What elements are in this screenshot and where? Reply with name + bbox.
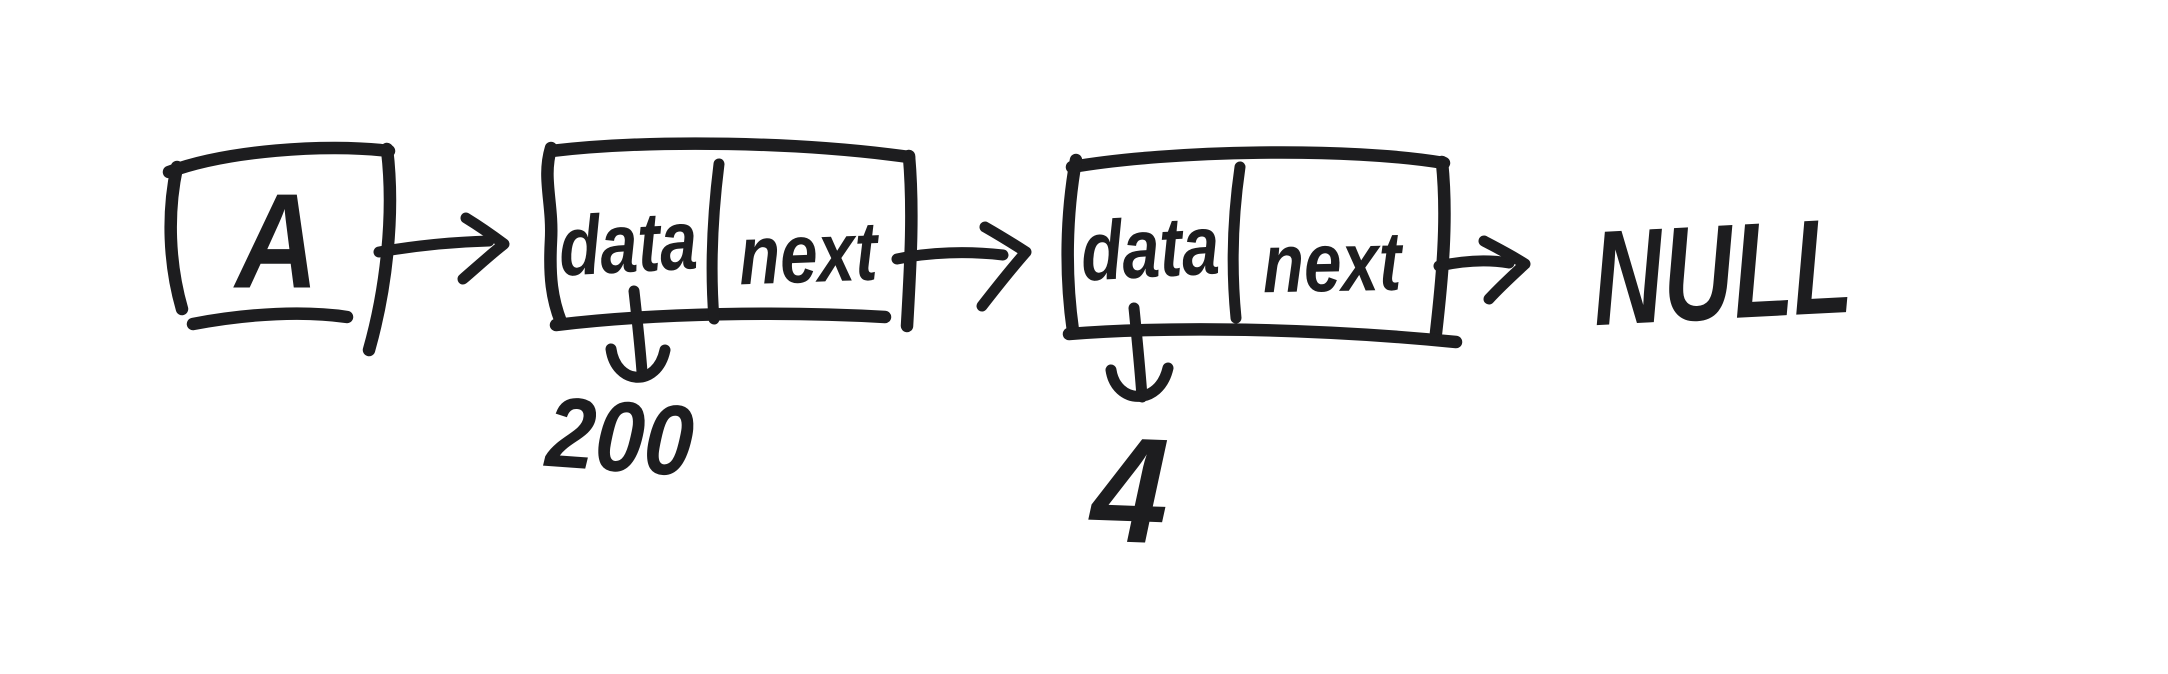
node1-data-down-arrow [605,285,671,383]
arrow-shaft [891,247,1009,265]
arrow-head [976,221,1032,312]
down-arrow-head [1105,362,1174,402]
node2-data-down-arrow [1105,302,1174,403]
arrow-shaft [1433,255,1515,272]
node2-box [1061,146,1463,349]
head-to-node1-arrow [373,212,510,285]
node2-to-null-arrow [1433,235,1531,305]
head-box-left-stroke [164,160,189,316]
down-arrow-stem [628,285,648,378]
head-box-bottom-stroke [186,307,354,331]
head-box [162,141,397,357]
node1-box [541,137,918,333]
node1-cell-divider [706,158,725,325]
node1-data-label: data [556,192,700,294]
node2-data-value: 4 [1088,404,1172,576]
down-arrow-stem [1128,302,1148,403]
node1-right-stroke [900,149,918,333]
arrow-head [457,212,510,285]
node2-cell-divider [1227,161,1246,324]
head-label: A [235,165,319,317]
arrow-shaft [373,235,495,258]
head-box-top-stroke [162,141,396,179]
node1-to-node2-arrow [891,221,1032,312]
down-arrow-head [605,343,671,383]
node2-data-label: data [1078,197,1222,299]
node1-data-value: 200 [542,376,698,498]
node1-top-stroke [544,137,916,164]
node1-left-stroke [541,141,568,329]
node2-left-stroke [1061,153,1083,338]
node2-bottom-stroke [1062,323,1463,349]
arrow-head [1478,235,1531,305]
null-label: NULL [1588,189,1856,355]
node2-next-label: next [1262,213,1402,311]
node1-bottom-stroke [549,307,892,332]
node2-top-stroke [1065,146,1451,174]
node2-right-stroke [1429,155,1451,340]
node1-next-label: next [737,203,879,303]
